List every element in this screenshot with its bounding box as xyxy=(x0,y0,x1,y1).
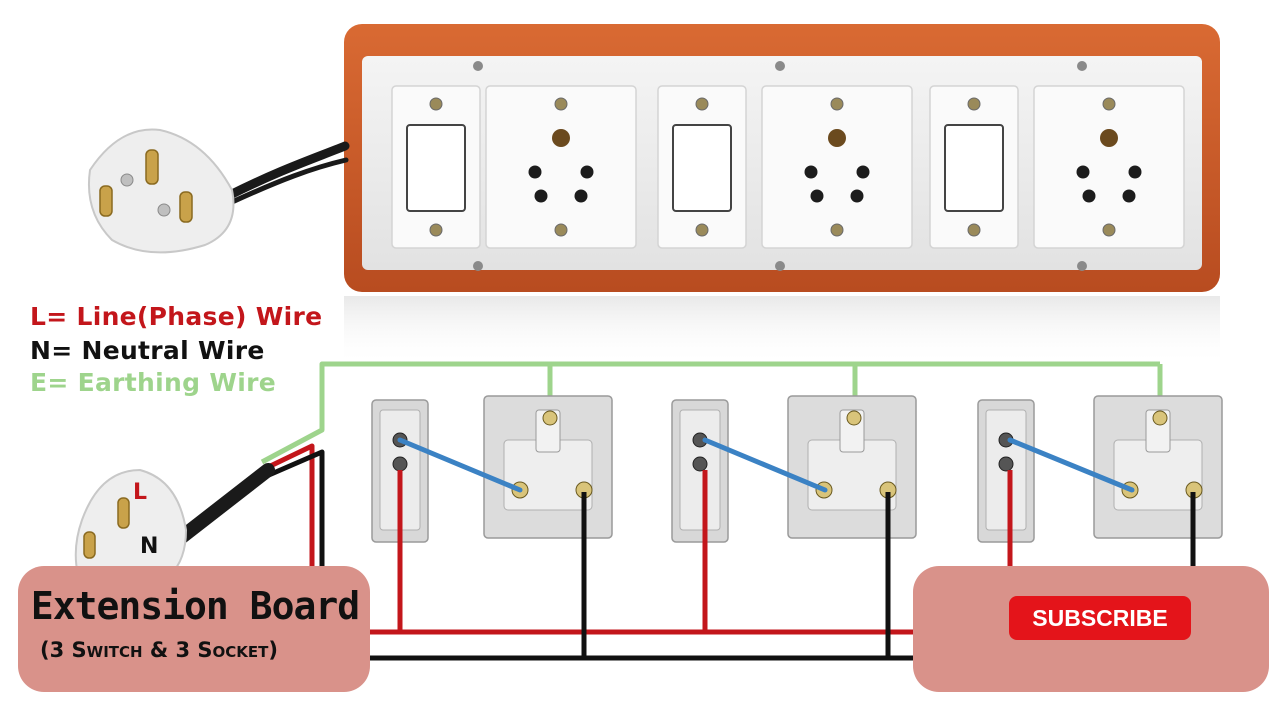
legend-neutral-wire: N= Neutral Wire xyxy=(30,336,265,365)
board-socket-3 xyxy=(1033,85,1185,249)
plug-label-neutral: N xyxy=(140,534,159,559)
plug-label-line: L xyxy=(133,480,148,505)
board-switch-2 xyxy=(657,85,747,249)
bottom-plug xyxy=(74,463,275,576)
diagram-socket-3 xyxy=(1093,395,1223,539)
title-main: Extension Board xyxy=(30,584,360,628)
legend-earth-wire: E= Earthing Wire xyxy=(30,368,276,397)
diagram-modules xyxy=(371,395,1223,543)
subscribe-badge: SUBSCRIBE xyxy=(913,566,1269,692)
board-switch-1 xyxy=(391,85,481,249)
title-badge: Extension Board (3 Switch & 3 Socket) xyxy=(18,566,370,692)
top-plug xyxy=(88,128,350,254)
board-socket-2 xyxy=(761,85,913,249)
legend-line-wire: L= Line(Phase) Wire xyxy=(30,302,323,331)
board-switch-3 xyxy=(929,85,1019,249)
switch-socket-links xyxy=(397,437,1135,493)
diagram-socket-2 xyxy=(787,395,917,539)
board-reflection xyxy=(344,296,1220,366)
title-sub: (3 Switch & 3 Socket) xyxy=(40,638,279,662)
diagram-switch-2 xyxy=(671,399,729,543)
board-socket-1 xyxy=(485,85,637,249)
board-modules xyxy=(391,85,1185,249)
extension-board xyxy=(344,24,1220,366)
subscribe-button[interactable]: SUBSCRIBE xyxy=(1009,596,1191,640)
diagram-socket-1 xyxy=(483,395,613,539)
diagram-switch-3 xyxy=(977,399,1035,543)
face-screws xyxy=(473,61,1087,271)
